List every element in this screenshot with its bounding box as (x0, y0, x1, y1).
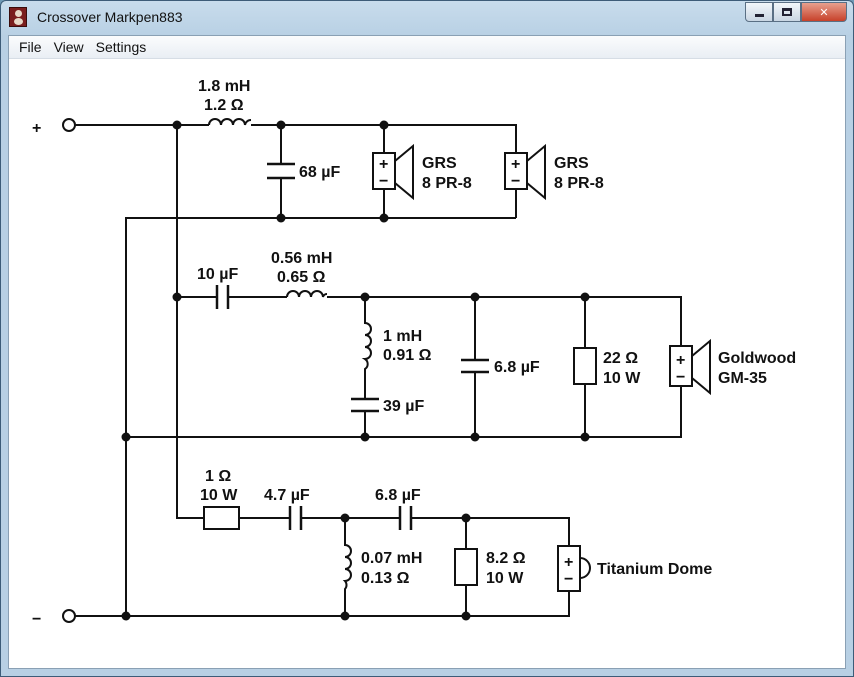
midrange-shunt-inductor-resistance: 0.91 Ω (383, 347, 432, 364)
woofer-inductor-resistance: 1.2 Ω (204, 97, 244, 114)
maximize-icon (782, 8, 792, 16)
menu-bar: File View Settings (9, 36, 845, 59)
close-icon: ✕ (819, 5, 829, 19)
menu-view[interactable]: View (53, 39, 84, 55)
maximize-button[interactable] (773, 2, 801, 22)
minimize-button[interactable] (745, 2, 773, 22)
midrange-shunt-inductor[interactable]: 1 mH 0.91 Ω (361, 297, 432, 399)
woofer-inductor[interactable]: 1.8 mH 1.2 Ω (198, 78, 252, 126)
close-button[interactable]: ✕ (801, 2, 847, 22)
tweeter-speaker[interactable]: + − Titanium Dome (557, 545, 712, 592)
woofer-speaker-2[interactable]: + − GRS 8 PR-8 (504, 125, 604, 218)
junction-dots (121, 120, 590, 621)
midrange-top-wire (177, 296, 682, 346)
tweeter-capacitor-1[interactable]: 4.7 µF (264, 487, 310, 530)
woofer-capacitor[interactable]: 68 µF (267, 125, 340, 218)
midrange-resistor-power: 10 W (603, 370, 641, 387)
woofer-capacitor-value: 68 µF (299, 164, 340, 181)
tweeter-inductor-value: 0.07 mH (361, 550, 422, 567)
svg-text:+: + (511, 156, 520, 173)
midrange-shunt-inductor-value: 1 mH (383, 328, 422, 345)
tweeter-resistor[interactable]: 8.2 Ω 10 W (454, 518, 526, 616)
title-bar[interactable]: Crossover Markpen883 ✕ (1, 1, 853, 35)
woofer-speaker-2-model: 8 PR-8 (554, 175, 604, 192)
tweeter-shunt-resistor-power: 10 W (486, 570, 524, 587)
midrange-series-capacitor[interactable]: 10 µF (197, 266, 238, 309)
midrange-speaker-name: Goldwood (718, 350, 796, 367)
woofer-inductor-value: 1.8 mH (198, 78, 250, 95)
tweeter-resistor-value: 1 Ω (205, 468, 231, 485)
svg-text:+: + (379, 156, 388, 173)
tweeter-inductor-resistance: 0.13 Ω (361, 570, 410, 587)
tweeter-capacitor-2-value: 6.8 µF (375, 487, 421, 504)
midrange-series-inductor-value: 0.56 mH (271, 250, 332, 267)
menu-file[interactable]: File (19, 39, 42, 55)
midrange-resistor-value: 22 Ω (603, 350, 638, 367)
tweeter-resistor-power: 10 W (200, 487, 238, 504)
woofer-speaker-2-name: GRS (554, 155, 589, 172)
svg-text:+: + (32, 120, 41, 137)
tweeter-shunt-resistor-value: 8.2 Ω (486, 550, 526, 567)
woofer-speaker-1[interactable]: + − GRS 8 PR-8 (372, 125, 472, 218)
tweeter-capacitor-2[interactable]: 6.8 µF (375, 487, 421, 530)
woofer-speaker-1-name: GRS (422, 155, 457, 172)
midrange-speaker[interactable]: + − Goldwood GM-35 (669, 338, 796, 396)
midrange-resistor[interactable]: 22 Ω 10 W (573, 297, 641, 437)
woofer-speaker-1-model: 8 PR-8 (422, 175, 472, 192)
window-title: Crossover Markpen883 (37, 9, 183, 25)
midrange-series-inductor[interactable]: 0.56 mH 0.65 Ω (271, 250, 332, 298)
svg-text:−: − (32, 611, 41, 628)
svg-text:−: − (379, 173, 388, 190)
midrange-capacitor-value: 10 µF (197, 266, 238, 283)
svg-text:−: − (564, 571, 573, 588)
midrange-shunt-capacitor[interactable]: 39 µF (351, 397, 424, 437)
minimize-icon (754, 13, 764, 17)
tweeter-speaker-name: Titanium Dome (597, 561, 712, 578)
negative-terminal[interactable]: − (32, 609, 76, 628)
midrange-shunt-capacitor-value: 39 µF (383, 398, 424, 415)
svg-text:+: + (564, 554, 573, 571)
window-controls: ✕ (745, 2, 847, 22)
svg-text:+: + (676, 352, 685, 369)
positive-terminal[interactable]: + (32, 118, 76, 137)
tweeter-shunt-inductor[interactable]: 0.07 mH 0.13 Ω (342, 518, 422, 616)
midrange-speaker-model: GM-35 (718, 370, 767, 387)
svg-text:−: − (511, 173, 520, 190)
midrange-parallel-capacitor-value: 6.8 µF (494, 359, 540, 376)
svg-text:−: − (676, 369, 685, 386)
menu-settings[interactable]: Settings (95, 39, 147, 55)
app-speaker-icon[interactable] (9, 7, 27, 27)
midrange-parallel-capacitor[interactable]: 6.8 µF (461, 297, 540, 437)
tweeter-top-wire (239, 517, 570, 546)
tweeter-capacitor-1-value: 4.7 µF (264, 487, 310, 504)
midrange-series-inductor-resistance: 0.65 Ω (277, 269, 326, 286)
tweeter-series-resistor[interactable]: 1 Ω 10 W (200, 468, 240, 530)
